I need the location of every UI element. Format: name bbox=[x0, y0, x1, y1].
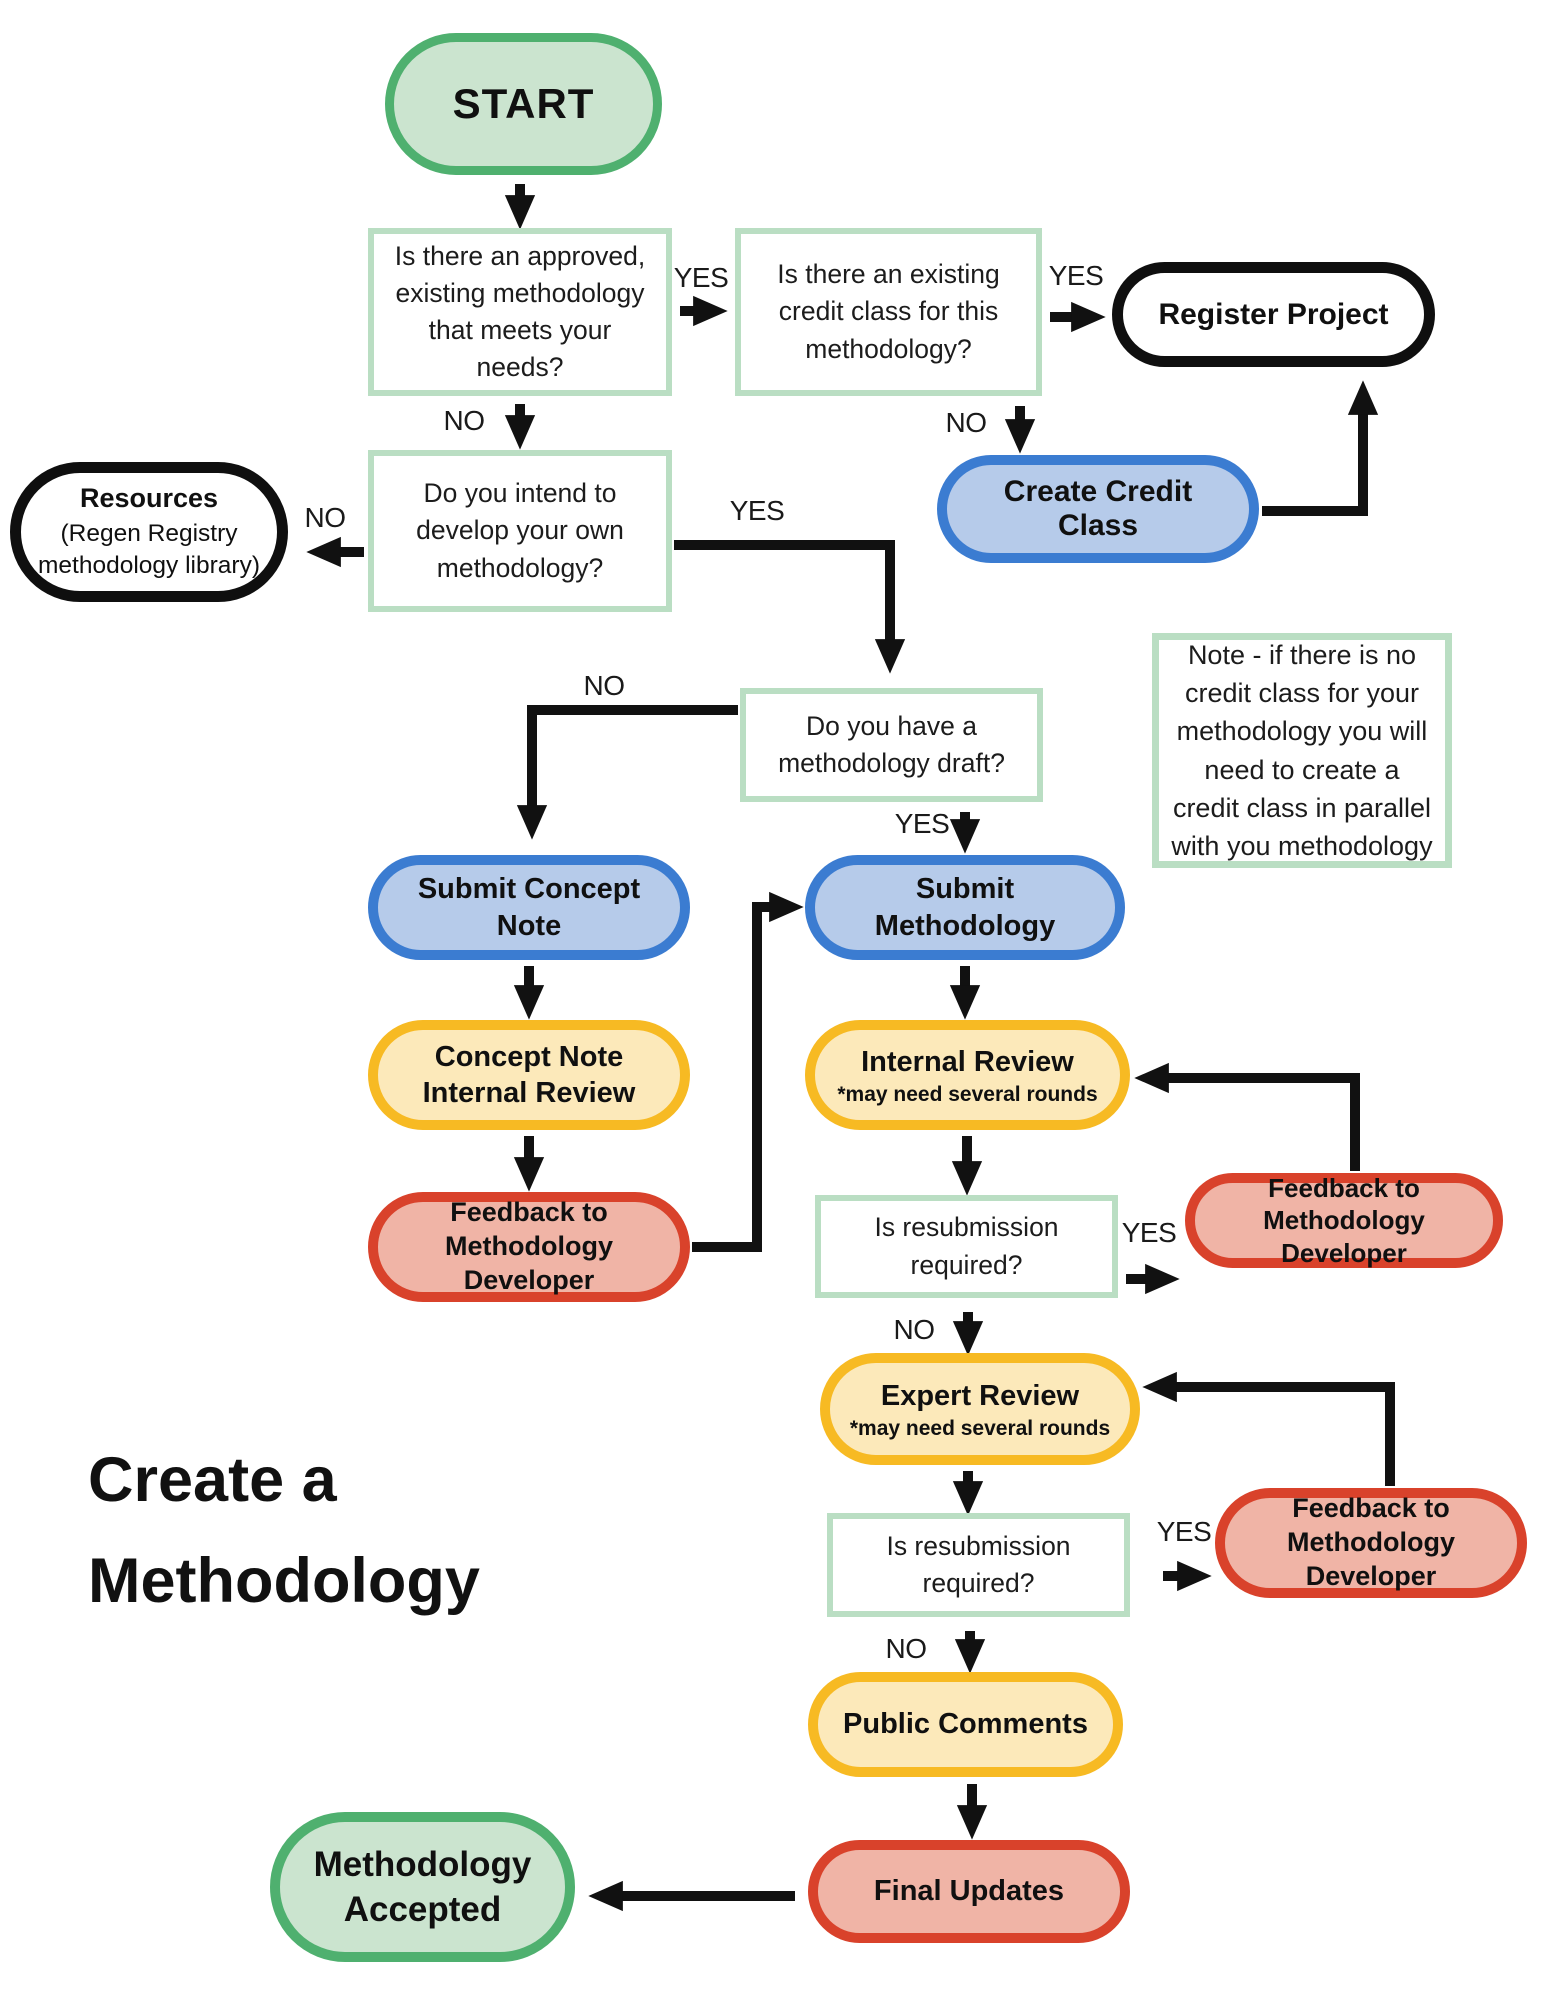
label-yes-credit: YES bbox=[1048, 260, 1104, 291]
label-no-resub2: NO bbox=[885, 1633, 928, 1664]
concept-note-internal-review-node: Concept Note Internal Review bbox=[368, 1020, 690, 1130]
label-no-credit: NO bbox=[945, 407, 988, 438]
register-project-label: Register Project bbox=[1158, 297, 1389, 331]
decision-develop-own-methodology: Do you intend to develop your own method… bbox=[368, 450, 672, 612]
feedback-developer-left-node: Feedback to Methodology Developer bbox=[368, 1192, 690, 1302]
submit-methodology-label: Submit Methodology bbox=[874, 873, 1056, 942]
edge-feedback-left-to-submit-methodology bbox=[692, 891, 804, 1252]
edge-feedback1-to-internal-review bbox=[1134, 1062, 1360, 1171]
start-node: START bbox=[385, 33, 662, 175]
edge-q-develop-yes bbox=[674, 540, 906, 674]
feedback-developer-right-1-label: Feedback to Methodology Developer bbox=[1263, 1172, 1425, 1268]
label-yes-draft: YES bbox=[894, 808, 950, 839]
feedback-developer-right-2-node: Feedback to Methodology Developer bbox=[1215, 1488, 1527, 1598]
concept-note-internal-review-label: Concept Note Internal Review bbox=[422, 1040, 636, 1109]
decision-existing-credit-class-text: Is there an existing credit class for th… bbox=[777, 259, 1000, 364]
decision-resubmission-2-text: Is resubmission required? bbox=[886, 1530, 1071, 1598]
public-comments-node: Public Comments bbox=[808, 1672, 1123, 1777]
register-project-node: Register Project bbox=[1112, 262, 1435, 367]
decision-resubmission-1: Is resubmission required? bbox=[815, 1195, 1118, 1298]
edge-feedback2-to-expert-review bbox=[1142, 1371, 1395, 1486]
submit-methodology-node: Submit Methodology bbox=[805, 855, 1125, 960]
expert-review-label: Expert Review bbox=[880, 1380, 1080, 1413]
resources-node: Resources (Regen Registry methodology li… bbox=[10, 462, 288, 602]
credit-class-note: Note - if there is no credit class for y… bbox=[1152, 633, 1452, 868]
feedback-developer-right-2-label: Feedback to Methodology Developer bbox=[1287, 1493, 1455, 1591]
decision-methodology-draft: Do you have a methodology draft? bbox=[740, 688, 1043, 802]
decision-approved-methodology-text: Is there an approved, existing methodolo… bbox=[394, 240, 646, 383]
decision-existing-credit-class: Is there an existing credit class for th… bbox=[735, 228, 1042, 396]
page-title: Create a Methodology bbox=[88, 1445, 480, 1616]
final-updates-label: Final Updates bbox=[873, 1875, 1065, 1908]
create-credit-class-node: Create Credit Class bbox=[937, 455, 1259, 563]
expert-review-node: Expert Review *may need several rounds bbox=[820, 1353, 1140, 1465]
submit-concept-note-node: Submit Concept Note bbox=[368, 855, 690, 960]
label-yes-resub1: YES bbox=[1121, 1217, 1177, 1248]
start-node-label: START bbox=[452, 80, 595, 127]
decision-resubmission-1-text: Is resubmission required? bbox=[874, 1212, 1059, 1280]
label-no-approved: NO bbox=[443, 405, 486, 436]
expert-review-note: *may need several rounds bbox=[849, 1416, 1111, 1440]
edge-q-draft-no bbox=[516, 705, 738, 840]
label-no-resub1: NO bbox=[893, 1314, 936, 1345]
submit-concept-note-label: Submit Concept Note bbox=[417, 873, 641, 942]
methodology-accepted-node: Methodology Accepted bbox=[270, 1812, 575, 1962]
edge-create-class-to-register bbox=[1262, 380, 1379, 516]
feedback-developer-left-label: Feedback to Methodology Developer bbox=[445, 1197, 613, 1295]
public-comments-label: Public Comments bbox=[843, 1708, 1088, 1741]
resources-sublabel: (Regen Registry methodology library) bbox=[38, 519, 260, 579]
label-yes-develop: YES bbox=[729, 495, 785, 526]
label-yes-approved: YES bbox=[673, 262, 729, 293]
internal-review-label: Internal Review bbox=[861, 1046, 1074, 1079]
credit-class-note-text: Note - if there is no credit class for y… bbox=[1171, 639, 1433, 862]
create-credit-class-label: Create Credit Class bbox=[1003, 475, 1193, 542]
resources-label: Resources bbox=[79, 482, 219, 513]
methodology-accepted-label: Methodology Accepted bbox=[313, 1844, 532, 1930]
decision-approved-methodology: Is there an approved, existing methodolo… bbox=[368, 228, 672, 396]
final-updates-node: Final Updates bbox=[808, 1840, 1130, 1943]
decision-resubmission-2: Is resubmission required? bbox=[827, 1513, 1130, 1617]
decision-methodology-draft-text: Do you have a methodology draft? bbox=[778, 710, 1005, 778]
feedback-developer-right-1-node: Feedback to Methodology Developer bbox=[1185, 1173, 1503, 1268]
label-yes-resub2: YES bbox=[1156, 1516, 1212, 1547]
internal-review-note: *may need several rounds bbox=[837, 1082, 1098, 1106]
label-no-draft: NO bbox=[583, 670, 626, 701]
internal-review-node: Internal Review *may need several rounds bbox=[805, 1020, 1130, 1130]
label-no-develop: NO bbox=[304, 502, 347, 533]
decision-develop-own-methodology-text: Do you intend to develop your own method… bbox=[416, 478, 624, 583]
